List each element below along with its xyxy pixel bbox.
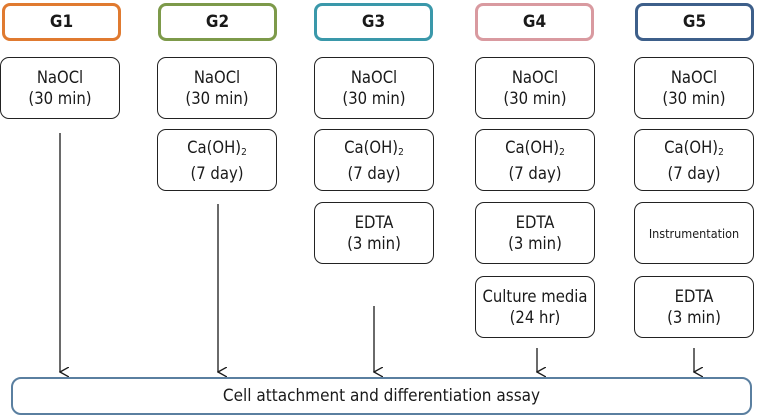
g4-caoh2-step: Ca(OH)2 (7 day) xyxy=(475,129,595,191)
step-name: EDTA xyxy=(674,287,714,306)
step-name: Ca(OH)2 xyxy=(664,137,724,158)
g2-naocl-step: NaOCl (30 min) xyxy=(157,57,277,119)
g3-caoh2-step: Ca(OH)2 (7 day) xyxy=(314,129,434,191)
step-name: Ca(OH)2 xyxy=(187,137,247,158)
step-duration: (30 min) xyxy=(503,89,567,108)
g2-caoh2-step: Ca(OH)2 (7 day) xyxy=(157,129,277,191)
group-header-g1: G1 xyxy=(2,3,121,41)
g1-naocl-step: NaOCl (30 min) xyxy=(0,57,120,119)
assay-footer-box: Cell attachment and differentiation assa… xyxy=(11,377,752,415)
group-header-g5: G5 xyxy=(635,3,754,41)
assay-label: Cell attachment and differentiation assa… xyxy=(222,386,541,406)
step-duration: (30 min) xyxy=(28,89,92,108)
step-name: NaOCl xyxy=(511,68,559,87)
step-duration: (7 day) xyxy=(667,163,721,183)
g5-edta-step: EDTA (3 min) xyxy=(634,276,754,338)
step-duration: (30 min) xyxy=(185,89,249,108)
step-name: NaOCl xyxy=(36,68,84,87)
group-header-g4: G4 xyxy=(475,3,594,41)
group-header-g3: G3 xyxy=(314,3,433,41)
step-duration: (7 day) xyxy=(508,163,562,183)
step-name: Ca(OH)2 xyxy=(505,137,565,158)
step-duration: (3 min) xyxy=(508,234,562,253)
g5-naocl-step: NaOCl (30 min) xyxy=(634,57,754,119)
g5-caoh2-step: Ca(OH)2 (7 day) xyxy=(634,129,754,191)
g4-culture-media-step: Culture media (24 hr) xyxy=(475,276,595,338)
step-name: NaOCl xyxy=(350,68,398,87)
step-duration: (7 day) xyxy=(190,163,244,183)
g3-edta-step: EDTA (3 min) xyxy=(314,202,434,264)
step-name: EDTA xyxy=(354,213,394,232)
step-name: Ca(OH)2 xyxy=(344,137,404,158)
step-duration: (30 min) xyxy=(662,89,726,108)
step-name: NaOCl xyxy=(670,68,718,87)
step-name: Instrumentation xyxy=(648,225,740,241)
step-name: NaOCl xyxy=(193,68,241,87)
step-duration: (3 min) xyxy=(347,234,401,253)
g3-naocl-step: NaOCl (30 min) xyxy=(314,57,434,119)
step-duration: (24 hr) xyxy=(509,308,561,327)
g4-edta-step: EDTA (3 min) xyxy=(475,202,595,264)
g4-naocl-step: NaOCl (30 min) xyxy=(475,57,595,119)
step-duration: (3 min) xyxy=(667,308,721,327)
step-duration: (30 min) xyxy=(342,89,406,108)
group-header-g2: G2 xyxy=(158,3,277,41)
g5-instrumentation-step: Instrumentation xyxy=(634,202,754,264)
step-duration: (7 day) xyxy=(347,163,401,183)
step-name: Culture media xyxy=(482,287,588,306)
step-name: EDTA xyxy=(515,213,555,232)
